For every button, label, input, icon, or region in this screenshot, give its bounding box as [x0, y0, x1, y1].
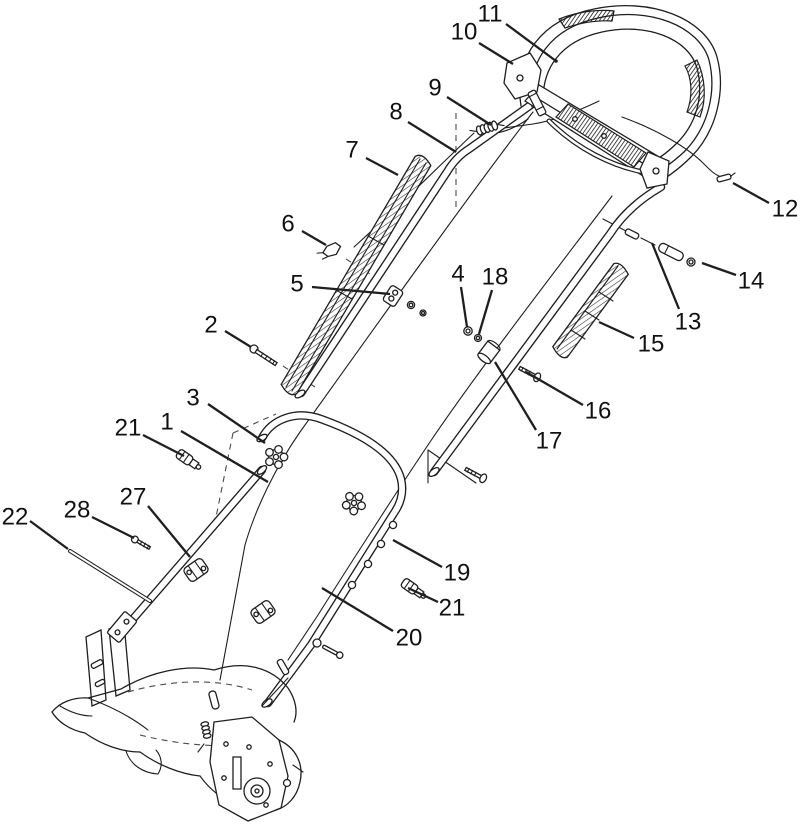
leader-line-12 [732, 181, 770, 205]
callout-label-14-11: 14 [738, 268, 765, 295]
callout-label-15-13: 15 [638, 331, 665, 358]
leader-line-18 [477, 289, 494, 335]
callout-label-16-14: 16 [585, 398, 612, 425]
leader-line-16 [525, 371, 584, 406]
handle-mount-left [496, 52, 547, 134]
callout-label-22-21: 22 [2, 504, 29, 531]
leader-line-2 [224, 330, 252, 348]
leader-line-7 [365, 156, 399, 177]
leader-line-10 [478, 42, 514, 65]
leader-line-5 [311, 285, 391, 296]
knob-3b [341, 491, 366, 516]
clamp-27b [250, 600, 276, 624]
leader-line-19 [392, 538, 443, 569]
cable-clips [312, 520, 398, 660]
nut-4-washer-18 [463, 326, 483, 343]
handle-tubes [121, 92, 666, 708]
leader-line-3 [207, 403, 266, 444]
leader-line-21 [142, 433, 185, 458]
control-cables [219, 100, 720, 681]
bolt-2 [249, 344, 278, 367]
grip-right-15 [552, 262, 630, 359]
leader-line-27 [147, 505, 191, 558]
screw-16b [463, 466, 488, 484]
leader-line-14 [701, 261, 737, 277]
grip-left-7 [280, 154, 432, 396]
callout-label-13-12: 13 [675, 309, 702, 336]
cable-z-end-12 [716, 172, 736, 183]
cable-clamp-5 [382, 285, 427, 317]
callout-label-12-10: 12 [772, 196, 799, 223]
cable-deck-fittings [197, 658, 290, 753]
upper-bail-handle [496, 5, 722, 189]
tube-open-ends [256, 389, 440, 708]
callout-label-21-18: 21 [115, 415, 142, 442]
leader-line-22 [29, 520, 69, 550]
cable-conduit-13 [624, 228, 640, 240]
bushing-17 [477, 339, 501, 365]
callout-label-21-23: 21 [439, 595, 466, 622]
leader-line-1 [180, 430, 269, 483]
deck-front-brackets [85, 622, 131, 707]
cable-fitting-14 [658, 242, 696, 267]
carriage-bolt-21a [175, 449, 202, 470]
leader-line-15 [598, 320, 635, 340]
leader-line-6 [301, 230, 327, 246]
leader-line-8 [407, 121, 457, 153]
spring-9 [469, 120, 505, 136]
callout-label-9-2: 9 [428, 75, 441, 102]
knob-3 [265, 444, 289, 470]
handle-mount-right [639, 151, 670, 189]
callout-label-27-19: 27 [120, 484, 147, 511]
leader-line-13 [650, 242, 681, 310]
leader-line-28 [91, 515, 135, 540]
callout-label-1-17: 1 [160, 409, 173, 436]
rod-22 [68, 549, 152, 603]
leader-line-11 [505, 23, 557, 62]
bail-bar [546, 118, 646, 175]
leader-line-17 [494, 361, 537, 431]
callout-label-28-20: 28 [64, 497, 91, 524]
callout-label-10-1: 10 [451, 19, 478, 46]
leader-line-9 [446, 96, 492, 126]
callout-label-3-16: 3 [186, 385, 199, 412]
cable-end-6 [316, 241, 342, 260]
deck-side-plate [209, 716, 304, 822]
callout-label-7-4: 7 [345, 137, 358, 164]
callout-label-19-22: 19 [444, 560, 471, 587]
leader-line-4 [459, 286, 469, 328]
clamp-27 [183, 558, 209, 582]
leader-line-21 [407, 586, 439, 604]
callout-label-17-15: 17 [536, 428, 563, 455]
leader-line-20 [321, 587, 394, 632]
callout-label-4-8: 4 [451, 261, 464, 288]
callout-label-6-5: 6 [281, 211, 294, 238]
callout-label-2-7: 2 [204, 312, 217, 339]
callout-label-8-3: 8 [389, 99, 402, 126]
callout-label-11-0: 11 [478, 1, 503, 28]
mower-deck [51, 622, 304, 822]
callout-label-18-9: 18 [482, 264, 509, 291]
callout-label-20-24: 20 [396, 625, 423, 652]
callout-label-5-6: 5 [290, 271, 303, 298]
carriage-bolt-21b [400, 578, 427, 599]
tube-bottom-bracket [107, 611, 137, 643]
grips [280, 154, 630, 396]
